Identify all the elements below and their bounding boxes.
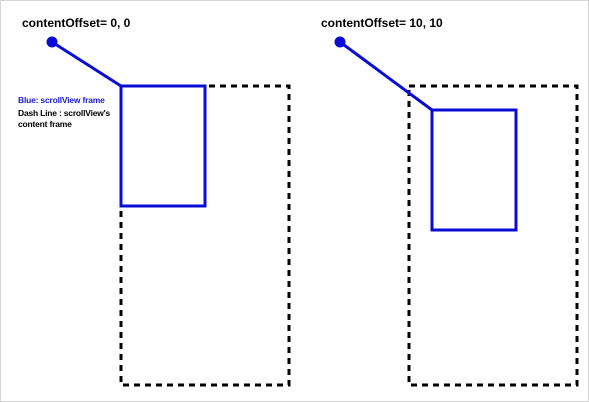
panel-right-title: contentOffset= 10, 10 — [321, 16, 443, 30]
panel-right — [334, 36, 579, 387]
scrollview-frame-left — [119, 84, 207, 208]
legend-dash-label: Dash Line : scrollView's content frame — [18, 108, 111, 129]
scrollview-frame-right — [430, 108, 518, 232]
content-frame-left — [119, 84, 291, 387]
legend-blue-label: Blue: scrollView frame — [18, 95, 105, 105]
pointer-dot-left — [46, 36, 58, 48]
content-frame-right — [407, 84, 579, 387]
legend: Blue: scrollView frame Dash Line : scrol… — [18, 95, 128, 130]
panel-left — [46, 36, 291, 387]
pointer-line-left — [51, 40, 122, 88]
pointer-dot-right — [334, 36, 346, 48]
panel-left-title: contentOffset= 0, 0 — [22, 16, 131, 30]
pointer-line-right — [339, 40, 433, 112]
